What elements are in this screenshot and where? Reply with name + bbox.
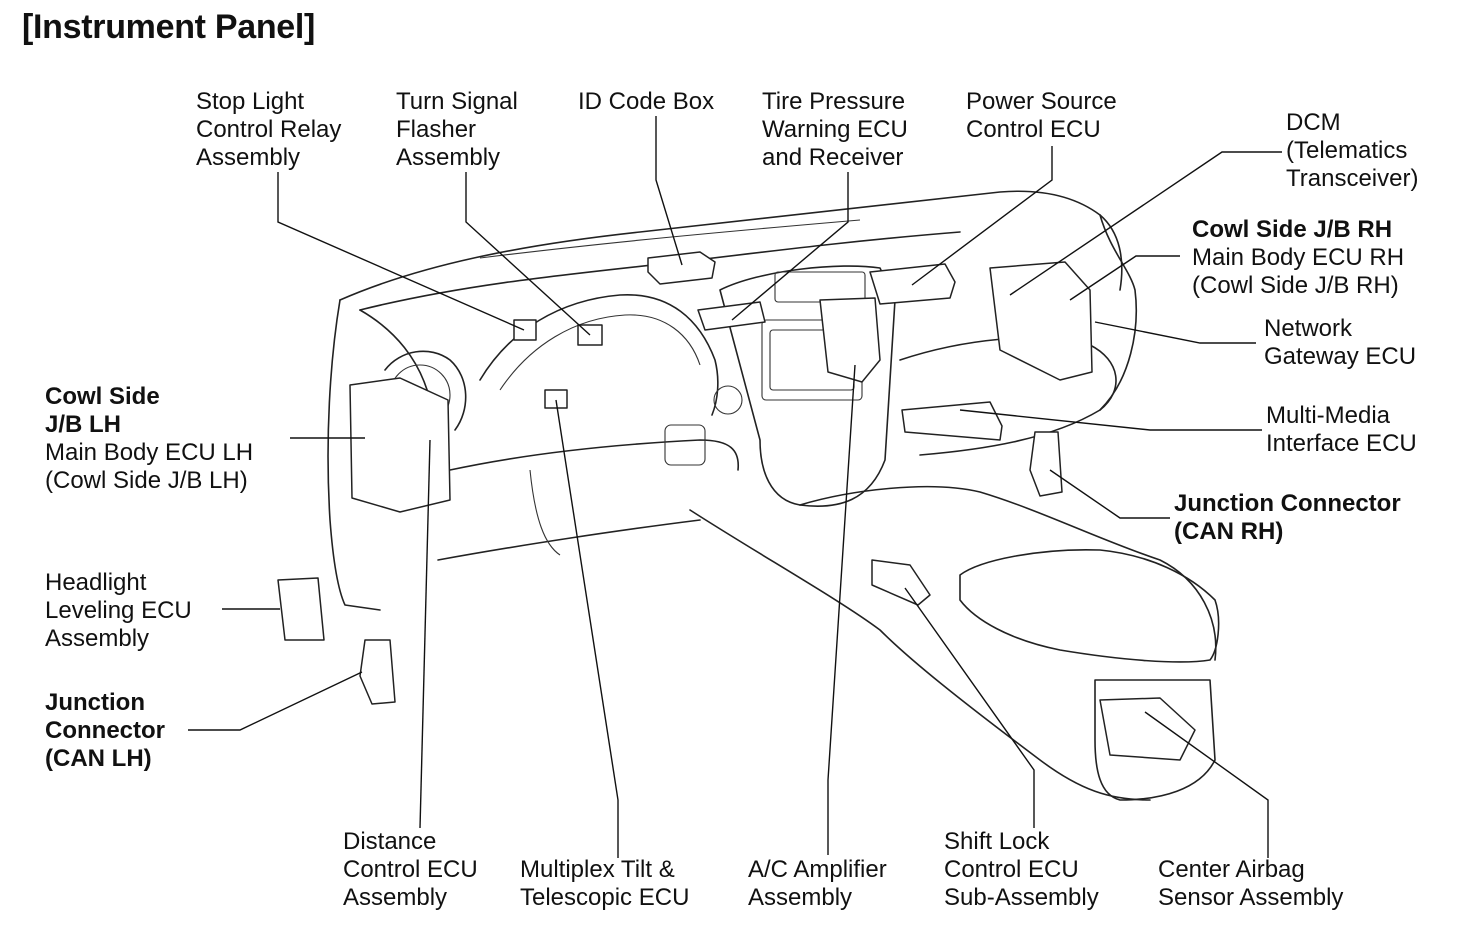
leader-shift-lock [904,587,1035,828]
label-id-code: ID Code Box [578,88,715,115]
leader-junction-lh [188,671,363,731]
leader-dcm [1009,151,1282,296]
leader-tire-pressure [731,172,849,321]
dash-right-side [899,336,1117,456]
leader-turn-signal [465,172,591,336]
multimedia-ecu-shape [901,401,1003,441]
junction-rh-shape [1029,431,1063,497]
page-title: [Instrument Panel] [22,8,316,46]
leader-junction-rh [1049,469,1170,519]
label-junction-rh: Junction Connector(CAN RH) [1174,490,1401,545]
leader-power-source [911,146,1053,286]
leader-airbag [1144,711,1269,858]
center-stack [719,265,896,507]
airbag-sensor-shape [1099,697,1196,761]
cluster-hood [479,294,719,416]
cowl-lh-jb-shape [349,377,451,513]
leader-cowl-rh [1069,255,1180,301]
leader-id-code [655,116,683,266]
dash-left-side [327,299,381,611]
steering-column [384,350,467,431]
leader-distance [419,439,431,829]
shift-lock-ecu-shape [871,559,931,606]
junction-lh-shape [359,639,396,705]
cowl-rh-jb-shape [989,261,1093,381]
stop-light-relay-box [513,319,537,341]
headlight-ecu-shape [277,577,325,641]
leader-multiplex [555,399,619,858]
leader-ac-amp [827,364,856,855]
ac-amplifier-shape [819,297,881,383]
label-multiplex: Multiplex Tilt &Telescopic ECU [520,856,690,911]
lower-dash-left [449,439,740,471]
id-code-box-shape [647,251,716,285]
console-armrest [959,548,1220,663]
center-console [689,509,1151,801]
leader-network-gateway [1094,321,1256,344]
leader-multimedia [959,409,1262,431]
multiplex-ecu-box [544,389,568,409]
tire-pressure-ecu-shape [697,301,766,331]
leader-stop-light [277,172,525,331]
